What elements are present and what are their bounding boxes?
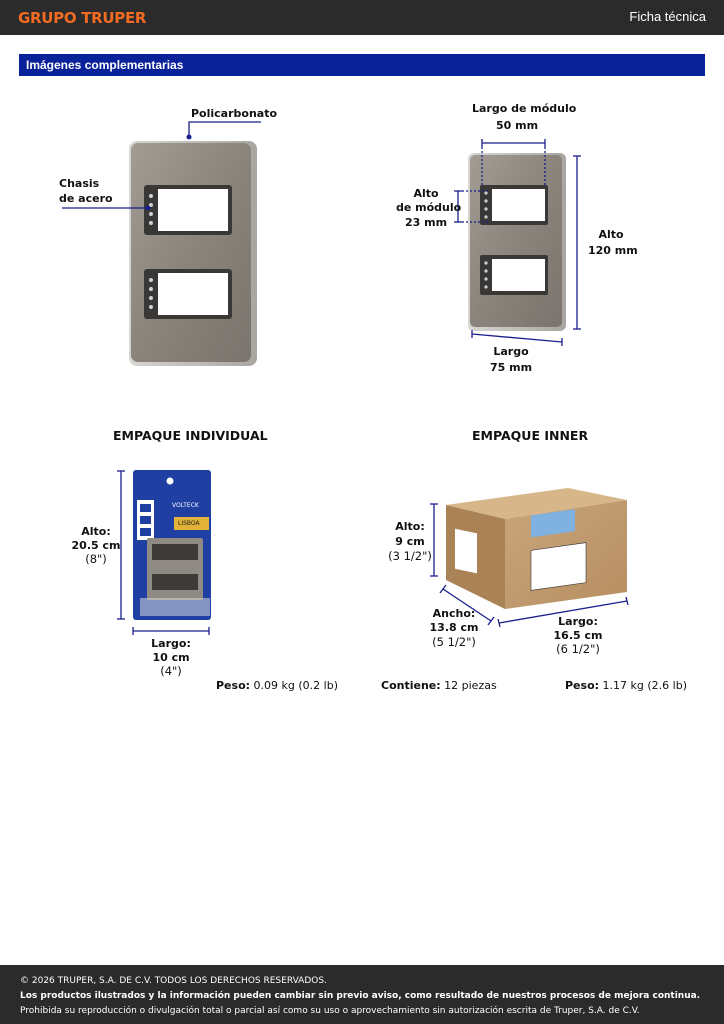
chassis-label-line1: Chasis [59,177,100,190]
inner-height-inches: (3 1/2") [388,549,432,563]
inner-width-inches: (5 1/2") [432,635,476,649]
inner-height-value: 9 cm [395,535,425,548]
dimension-diagram [454,139,581,346]
individual-height-inches: (8") [85,552,107,566]
inner-length-label: Largo: [558,615,598,628]
inner-width-label: Ancho: [432,607,476,620]
individual-pack-image [117,470,211,635]
material-label: Policarbonato [191,107,278,120]
pack-line-text: LISBOA [178,520,200,527]
inner-weight: Peso: 1.17 kg (2.6 lb) [565,679,687,692]
length-label: Largo [493,345,529,358]
individual-length-inches: (4") [160,664,182,678]
module-opening-top [144,185,232,235]
inner-box-image [430,488,629,628]
individual-height-value: 20.5 cm [71,539,121,552]
length-value: 75 mm [489,361,533,374]
individual-height-label: Alto: [81,525,111,538]
inner-weight-label: Peso: [565,679,600,692]
height-value: 120 mm [588,244,638,257]
inner-weight-value: 1.17 kg (2.6 lb) [602,679,687,692]
height-label: Alto [598,228,624,241]
module-height-label-2: de módulo [396,201,462,214]
module-length-label: Largo de módulo [472,102,577,115]
inner-contains-value: 12 piezas [444,679,497,692]
footer-copyright: © 2026 TRUPER, S.A. DE C.V. TODOS LOS DE… [20,976,327,986]
inner-contains: Contiene: 12 piezas [381,679,497,692]
footer-legal: Prohibida su reproducción o divulgación … [20,1006,640,1016]
pack-brand-text: VOLTECK [172,502,199,509]
module-height-value: 23 mm [404,216,448,229]
individual-weight: Peso: 0.09 kg (0.2 lb) [216,679,338,692]
inner-contains-label: Contiene: [381,679,441,692]
module-length-value: 50 mm [495,119,539,132]
section-title: Imágenes complementarias [26,58,184,72]
section-header: Imágenes complementarias [19,54,705,76]
individual-weight-value: 0.09 kg (0.2 lb) [253,679,338,692]
individual-length-label: Largo: [151,637,191,650]
inner-height-label: Alto: [395,520,425,533]
document-type: Ficha técnica [629,9,706,24]
module-height-label: Alto [413,187,439,200]
individual-length-value: 10 cm [152,651,190,664]
inner-width-value: 13.8 cm [429,621,479,634]
brand-logo: GRUPO TRUPER [18,9,147,27]
module-opening-bottom [144,269,232,319]
faceplate-image [62,121,261,366]
top-bar: GRUPO TRUPER Ficha técnica [0,0,724,35]
footer: © 2026 TRUPER, S.A. DE C.V. TODOS LOS DE… [0,965,724,1024]
individual-weight-label: Peso: [216,679,251,692]
inner-length-value: 16.5 cm [553,629,603,642]
inner-pack-title: EMPAQUE INNER [472,428,589,443]
chassis-label-line2: de acero [59,192,113,205]
footer-notice: Los productos ilustrados y la informació… [20,991,701,1001]
individual-pack-title: EMPAQUE INDIVIDUAL [113,428,268,443]
inner-length-inches: (6 1/2") [556,642,600,656]
